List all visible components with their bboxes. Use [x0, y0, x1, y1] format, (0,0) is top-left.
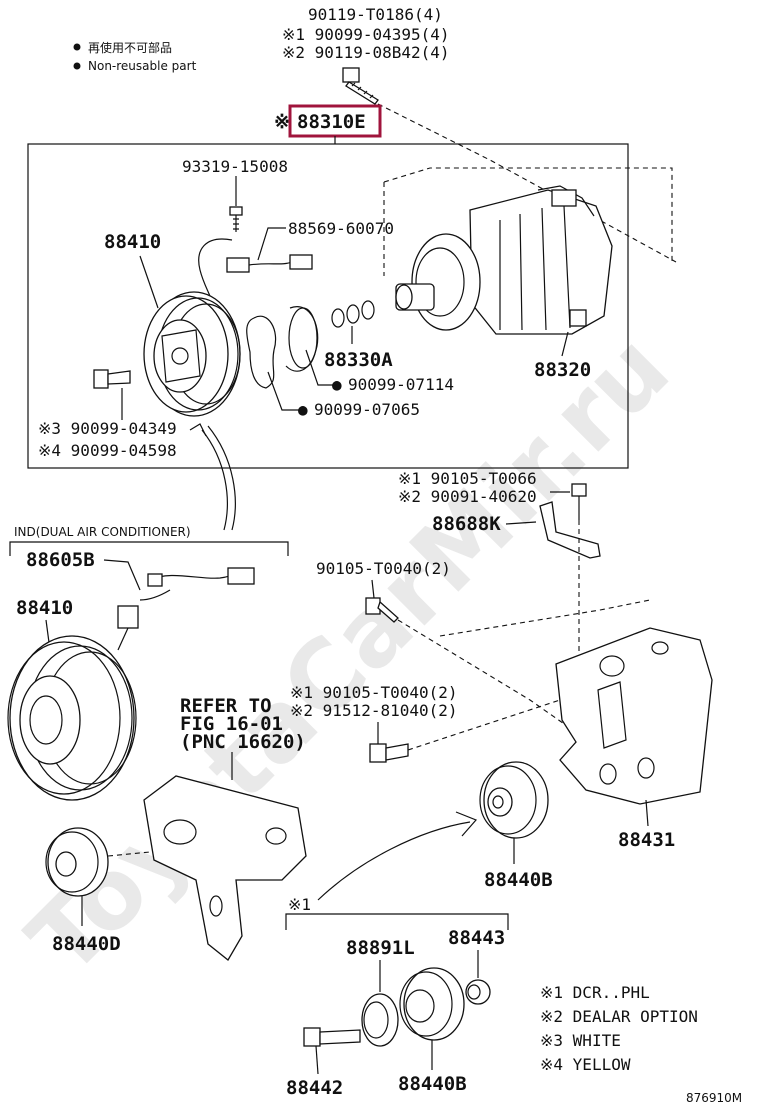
label-93319-15008[interactable]: 93319-15008 [182, 157, 288, 176]
ind-bracket [9, 541, 289, 556]
label-refer-to: REFER TO [180, 695, 272, 717]
label-88431[interactable]: 88431 [618, 829, 675, 851]
wire-88605b [149, 569, 241, 581]
label-ind-dual-air: IND(DUAL AIR CONDITIONER) [14, 525, 191, 539]
pulley-cover-icon [361, 993, 399, 1047]
label-88440b-upper[interactable]: 88440B [484, 869, 553, 891]
clutch-pulley-ind-icon [7, 635, 137, 801]
shim-ring-icon [246, 315, 277, 389]
label-88440d[interactable]: 88440D [52, 933, 121, 955]
idler-pulley-icon [479, 761, 549, 839]
label-90099-07065[interactable]: 90099-07065 [314, 400, 420, 419]
screw-small-icon [229, 206, 243, 232]
note-2: ※2 DEALAR OPTION [540, 1007, 698, 1026]
wire-connector-icon [117, 605, 139, 629]
label-90099-04598[interactable]: ※4 90099-04598 [38, 441, 177, 460]
label-90091-40620[interactable]: ※2 90091-40620 [398, 487, 537, 506]
bullet-90099-07065: ● [298, 400, 308, 419]
bolt-top-icon [342, 67, 379, 105]
o-ring-icon [346, 304, 360, 324]
compressor-icon [395, 185, 613, 335]
label-88891l[interactable]: 88891L [346, 937, 415, 959]
bolt-bracket-icon [571, 483, 587, 520]
label-90105-t0040-2[interactable]: ※1 90105-T0040(2) [290, 683, 458, 702]
arrow-up [201, 429, 228, 531]
label-bolt-top-3[interactable]: ※2 90119-08B42(4) [282, 43, 450, 62]
pulley-88440b-lower-icon [399, 967, 465, 1041]
label-x1-group: ※1 [288, 895, 311, 914]
label-90099-07114[interactable]: 90099-07114 [348, 375, 454, 394]
wire-connector-icon [289, 254, 313, 270]
label-88688k[interactable]: 88688K [432, 513, 501, 535]
option-bracket [285, 913, 509, 930]
label-90105-t0040[interactable]: 90105-T0040(2) [316, 559, 451, 578]
label-90105-t0066[interactable]: ※1 90105-T0066 [398, 469, 537, 488]
legend-bullet-icon [73, 62, 81, 70]
label-88410-clutch[interactable]: 88410 [104, 231, 161, 253]
assembly-frame [27, 143, 629, 469]
cap-88443-icon [465, 979, 491, 1005]
bullet-90099-07114: ● [332, 375, 342, 394]
bolt-81040-icon [369, 743, 409, 763]
o-ring-icon [361, 300, 375, 320]
label-88320[interactable]: 88320 [534, 359, 591, 381]
bolt-t0040-icon [365, 597, 399, 623]
clutch-pulley-icon [143, 291, 241, 417]
label-90099-04349[interactable]: ※3 90099-04349 [38, 419, 177, 438]
pulley-88440d-icon [45, 827, 109, 897]
arrow-option [317, 821, 471, 901]
label-refer-pnc[interactable]: (PNC 16620) [180, 731, 306, 753]
label-88443[interactable]: 88443 [448, 927, 505, 949]
label-88605b[interactable]: 88605B [26, 549, 95, 571]
label-refer-fig[interactable]: FIG 16-01 [180, 713, 283, 735]
legend-en: Non-reusable part [88, 59, 197, 73]
legend-bullet-icon [73, 43, 81, 51]
label-bolt-top-1[interactable]: 90119-T0186(4) [308, 5, 443, 24]
label-bolt-top-2[interactable]: ※1 90099-04395(4) [282, 25, 450, 44]
label-88440b-lower[interactable]: 88440B [398, 1073, 467, 1095]
label-88410-ind[interactable]: 88410 [16, 597, 73, 619]
wire-connector-icon [147, 573, 163, 587]
label-88330a[interactable]: 88330A [324, 349, 393, 371]
note-1: ※1 DCR..PHL [540, 983, 650, 1002]
assembly-prefix: ※ [274, 111, 290, 133]
assembly-code[interactable]: 88310E [297, 111, 366, 133]
compressor-bracket-icon [555, 627, 713, 805]
bolt-88442-icon [303, 1027, 361, 1047]
label-88569-60070[interactable]: 88569-60070 [288, 219, 394, 238]
bracket-88688k-icon [539, 501, 601, 559]
figure-code: 876910M [686, 1091, 742, 1105]
note-4: ※4 YELLOW [540, 1055, 631, 1074]
wire-connector-icon [226, 257, 250, 273]
wire-connector-icon [227, 567, 255, 585]
legend-jp: 再使用不可部品 [88, 40, 172, 55]
bolt-clutch-icon [93, 369, 131, 389]
label-91512-81040[interactable]: ※2 91512-81040(2) [290, 701, 458, 720]
engine-bracket-icon [143, 775, 307, 961]
label-88442[interactable]: 88442 [286, 1077, 343, 1099]
note-3: ※3 WHITE [540, 1031, 621, 1050]
o-ring-icon [331, 308, 345, 328]
